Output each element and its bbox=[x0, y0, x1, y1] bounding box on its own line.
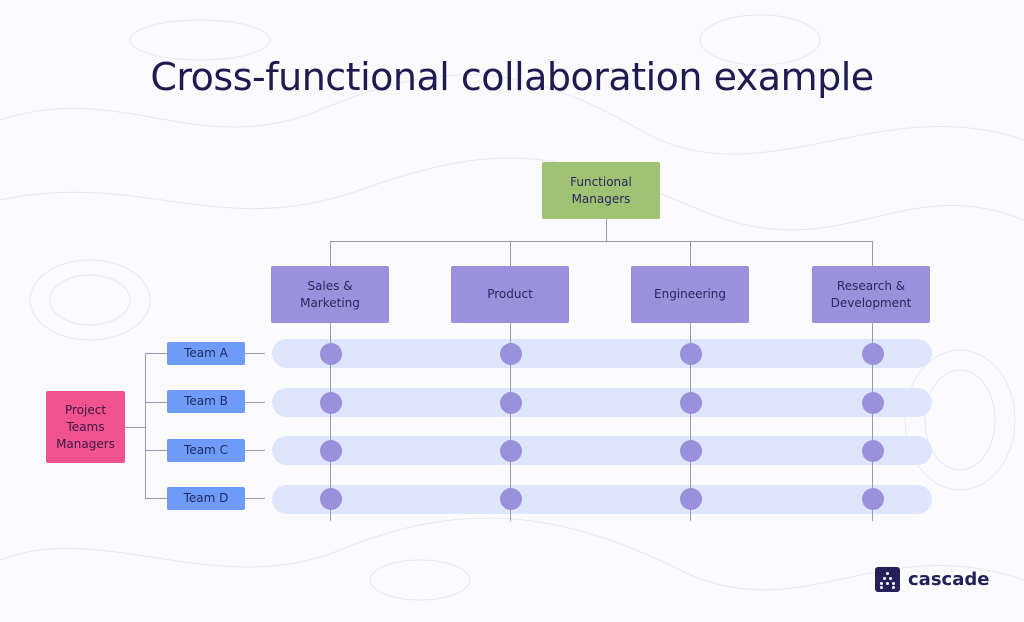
connector-team-a-band bbox=[245, 353, 265, 354]
intersection-dot-team-c-0 bbox=[319, 439, 342, 462]
team-box-d: Team D bbox=[167, 487, 245, 510]
team-band-a bbox=[272, 339, 932, 368]
department-box-engineering: Engineering bbox=[631, 266, 749, 323]
connector-dept-3-overlay bbox=[690, 323, 691, 521]
department-box-sales-marketing: Sales & Marketing bbox=[271, 266, 389, 323]
intersection-dot-team-a-2 bbox=[679, 342, 702, 365]
connector-team-a bbox=[145, 353, 167, 354]
connector-ptm bbox=[125, 427, 145, 428]
department-label: Sales & Marketing bbox=[300, 278, 360, 310]
team-label: Team A bbox=[184, 346, 228, 360]
connector-team-c-band bbox=[245, 450, 265, 451]
team-box-c: Team C bbox=[167, 439, 245, 462]
connector-team-d bbox=[145, 498, 167, 499]
intersection-dot-team-b-3 bbox=[861, 391, 884, 414]
cascade-logo: cascade bbox=[875, 567, 989, 592]
connector-teams-vertical bbox=[145, 353, 146, 499]
department-label: Product bbox=[487, 287, 533, 301]
intersection-dot-team-d-1 bbox=[499, 487, 522, 510]
connector-fm-down bbox=[606, 219, 607, 241]
cascade-logo-icon bbox=[875, 567, 900, 592]
connector-team-c bbox=[145, 450, 167, 451]
project-teams-managers-label: Project Teams Managers bbox=[56, 402, 115, 451]
department-label: Research & Development bbox=[830, 278, 912, 310]
connector-team-b-band bbox=[245, 402, 265, 403]
intersection-dot-team-b-0 bbox=[319, 391, 342, 414]
connector-dept-1-overlay bbox=[330, 323, 331, 521]
connector-team-d-band bbox=[245, 498, 265, 499]
intersection-dot-team-d-2 bbox=[679, 487, 702, 510]
team-band-d bbox=[272, 485, 932, 514]
intersection-dot-team-d-0 bbox=[319, 487, 342, 510]
functional-managers-label: Functional Managers bbox=[570, 174, 632, 206]
logo-text: cascade bbox=[908, 569, 990, 590]
intersection-dot-team-c-3 bbox=[861, 439, 884, 462]
intersection-dot-team-a-3 bbox=[861, 342, 884, 365]
functional-managers-box: Functional Managers bbox=[542, 162, 660, 219]
team-box-b: Team B bbox=[167, 390, 245, 413]
department-box-research-development: Research & Development bbox=[812, 266, 930, 323]
intersection-dot-team-a-0 bbox=[319, 342, 342, 365]
team-band-b bbox=[272, 388, 932, 417]
team-label: Team C bbox=[184, 443, 228, 457]
intersection-dot-team-a-1 bbox=[499, 342, 522, 365]
team-box-a: Team A bbox=[167, 342, 245, 365]
intersection-dot-team-c-2 bbox=[679, 439, 702, 462]
intersection-dot-team-c-1 bbox=[499, 439, 522, 462]
intersection-dot-team-b-1 bbox=[499, 391, 522, 414]
team-label: Team B bbox=[184, 394, 228, 408]
team-band-c bbox=[272, 436, 932, 465]
connector-dept-2-overlay bbox=[510, 323, 511, 521]
project-teams-managers-box: Project Teams Managers bbox=[46, 391, 125, 463]
department-label: Engineering bbox=[654, 287, 726, 301]
page-title: Cross-functional collaboration example bbox=[150, 55, 874, 99]
connector-dept-horizontal bbox=[330, 241, 872, 242]
connector-team-b bbox=[145, 402, 167, 403]
team-label: Team D bbox=[183, 491, 229, 505]
intersection-dot-team-d-3 bbox=[861, 487, 884, 510]
department-box-product: Product bbox=[451, 266, 569, 323]
intersection-dot-team-b-2 bbox=[679, 391, 702, 414]
connector-dept-4-overlay bbox=[872, 323, 873, 521]
